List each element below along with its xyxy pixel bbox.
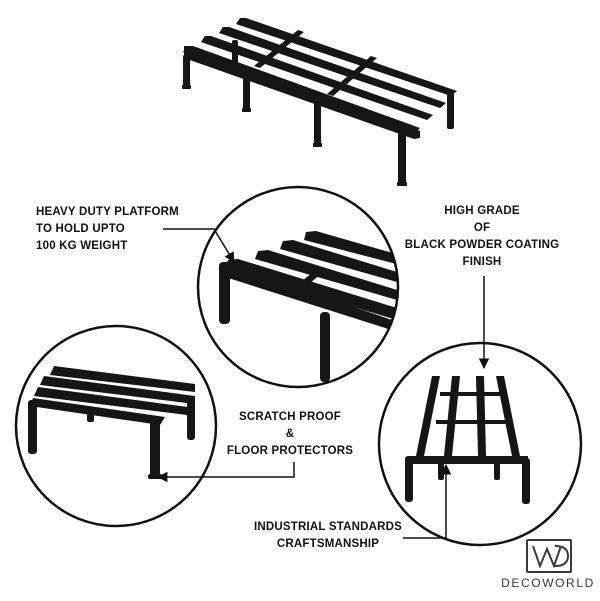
callout-industrial-craftsmanship: INDUSTRIAL STANDARDS CRAFTSMANSHIP <box>248 519 408 553</box>
callout-scratch-proof: SCRATCH PROOF & FLOOR PROTECTORS <box>222 409 358 460</box>
callout-line: FINISH <box>462 256 502 268</box>
callout-line: BLACK POWDER COATING <box>404 239 560 251</box>
brand-name: DECOWORLD <box>501 576 595 590</box>
main-platform-image <box>182 18 457 186</box>
dw-logo-icon <box>526 539 572 573</box>
detail-circle-floor-protector <box>14 324 218 528</box>
callout-line: 100 KG WEIGHT <box>36 240 128 252</box>
callout-line: HEAVY DUTY PLATFORM <box>36 206 179 218</box>
callout-black-powder-coating: HIGH GRADE OF BLACK POWDER COATING FINIS… <box>398 203 566 271</box>
callout-line: HIGH GRADE <box>444 205 520 217</box>
callout-line: FLOOR PROTECTORS <box>226 445 354 457</box>
detail-circle-platform-corner <box>196 185 400 389</box>
leader-lines <box>156 228 490 539</box>
leader-industrial <box>403 463 452 539</box>
leader-scratch-proof <box>156 462 295 483</box>
detail-circle-platform-view <box>377 341 583 547</box>
leader-heavy-duty <box>163 228 235 263</box>
callout-line: TO HOLD UPTO <box>36 223 125 235</box>
callout-line: OF <box>473 222 491 234</box>
callout-line: & <box>285 428 295 440</box>
callout-line: CRAFTSMANSHIP <box>276 538 380 550</box>
callout-line: SCRATCH PROOF <box>238 411 342 423</box>
callout-heavy-duty-platform: HEAVY DUTY PLATFORM TO HOLD UPTO 100 KG … <box>36 204 179 255</box>
callout-line: INDUSTRIAL STANDARDS <box>254 521 402 533</box>
